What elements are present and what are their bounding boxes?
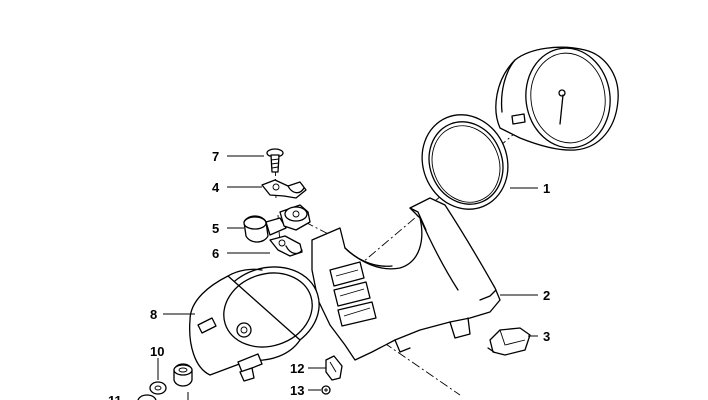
cone-housing <box>189 266 320 382</box>
callout-3: 3 <box>543 329 550 344</box>
callout-labels: 7 4 5 6 8 10 11 12 13 1 2 3 <box>108 149 550 400</box>
callout-13: 13 <box>290 383 304 398</box>
callout-7: 7 <box>212 149 219 164</box>
nut <box>149 381 167 395</box>
callout-10: 10 <box>150 344 164 359</box>
callout-12: 12 <box>290 361 304 376</box>
callout-5: 5 <box>212 221 219 236</box>
switch-part <box>487 327 531 356</box>
callout-6: 6 <box>212 246 219 261</box>
callout-1: 1 <box>543 181 550 196</box>
clamp-top <box>261 179 307 199</box>
instrument-panel <box>311 197 501 361</box>
clip <box>325 355 343 381</box>
adjuster-knob <box>243 204 311 243</box>
callout-11: 11 <box>108 393 122 400</box>
bezel-ring <box>421 114 509 210</box>
callout-8: 8 <box>150 307 157 322</box>
gauge-housing <box>495 46 619 151</box>
callout-2: 2 <box>543 288 550 303</box>
washer <box>137 394 157 400</box>
leader-lines <box>157 155 538 400</box>
small-screw <box>321 385 331 395</box>
screw <box>266 148 284 173</box>
clamp-bottom <box>269 235 303 257</box>
callout-4: 4 <box>212 180 220 195</box>
grommet <box>173 363 193 387</box>
